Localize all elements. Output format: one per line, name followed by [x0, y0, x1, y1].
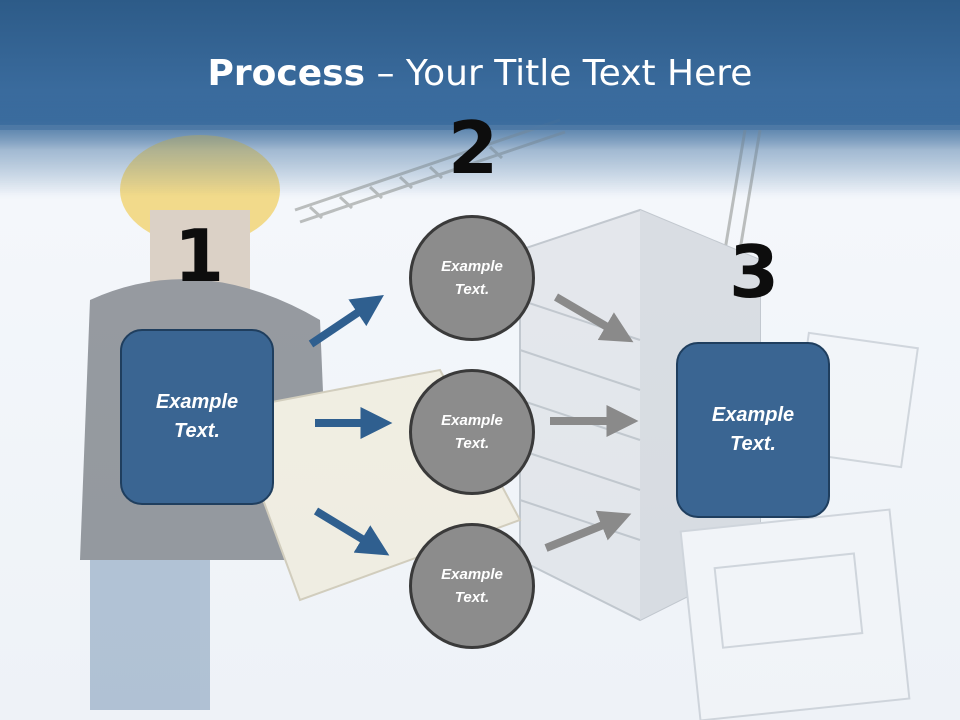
right-box-text: Example Text. [711, 404, 795, 455]
circle-center-text: Example Text. [441, 412, 503, 452]
middle-circle-center[interactable]: Example Text. [409, 369, 535, 495]
left-box-text: Example Text. [155, 391, 239, 442]
step-number-3: 3 [728, 230, 780, 314]
left-process-box[interactable]: Example Text. [120, 329, 274, 505]
title-bar-fade [0, 125, 960, 195]
circle-top-text: Example Text. [441, 258, 503, 298]
slide-title: Process – Your Title Text Here [0, 52, 960, 96]
step-number-1: 1 [173, 214, 225, 298]
right-process-box[interactable]: Example Text. [676, 342, 830, 518]
blue-arrow-down-icon [313, 507, 390, 556]
blueprint-shape [679, 508, 911, 720]
title-bold-text: Process [207, 53, 366, 94]
step-number-2: 2 [447, 106, 499, 190]
middle-circle-top[interactable]: Example Text. [409, 215, 535, 341]
gray-arrow-down-icon [553, 293, 634, 343]
gray-arrow-up-icon [544, 510, 632, 552]
middle-circle-bottom[interactable]: Example Text. [409, 523, 535, 649]
circle-bottom-text: Example Text. [441, 566, 503, 606]
blue-arrow-up-icon [308, 294, 384, 348]
title-rest-text: – Your Title Text Here [365, 53, 753, 94]
title-bar [0, 0, 960, 130]
